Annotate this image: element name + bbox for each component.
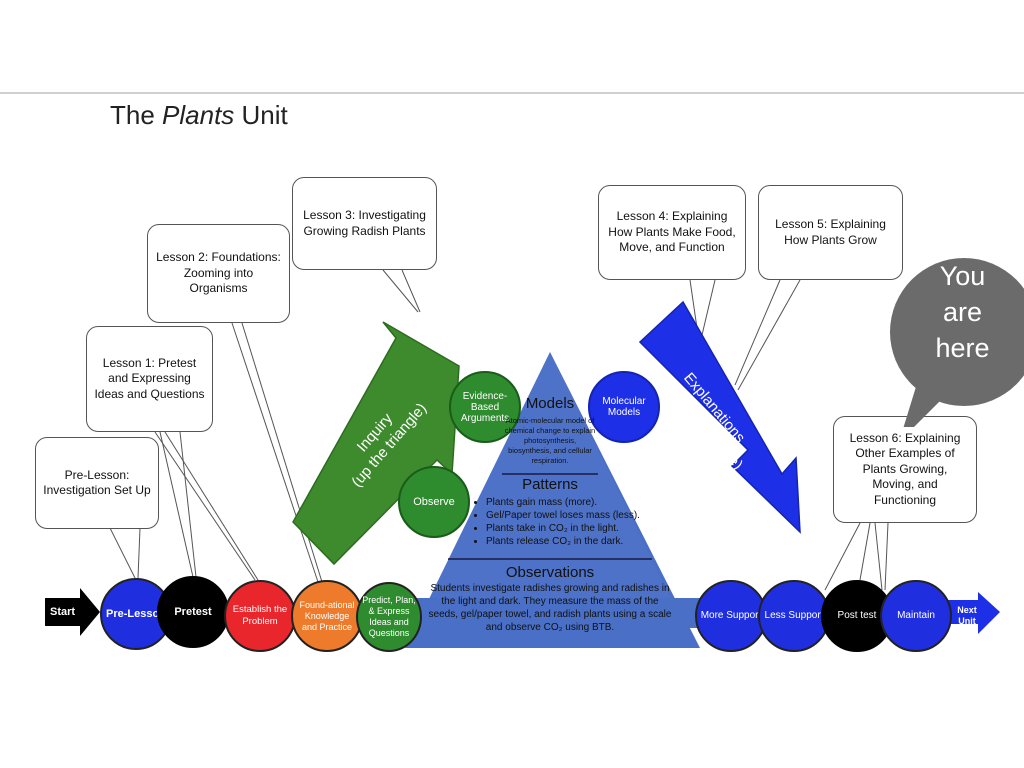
callout-lesson-3: Lesson 3: Investigating Growing Radish P…	[292, 177, 437, 270]
timeline-predict-plan[interactable]: Predict, Plan, & Express Ideas and Quest…	[356, 582, 422, 652]
molecular-models-circle: Molecular Models	[588, 371, 660, 443]
observations-text: Students investigate radishes growing an…	[428, 583, 672, 633]
you-are-here-text: You are here	[935, 261, 990, 363]
observe-circle: Observe	[398, 466, 470, 538]
timeline-pretest[interactable]: Pretest	[157, 576, 229, 648]
models-text: Atomic-molecular model of chemical chang…	[504, 416, 596, 465]
start-arrow	[45, 588, 100, 636]
timeline-establish-problem[interactable]: Establish the Problem	[224, 580, 296, 652]
callout-lesson-6: Lesson 6: Explaining Other Examples of P…	[833, 416, 977, 523]
callout-pointers	[109, 269, 889, 591]
observations-title: Observations	[505, 564, 595, 581]
explanations-arrow	[638, 300, 801, 534]
callout-lesson-1: Lesson 1: Pretest and Expressing Ideas a…	[86, 326, 213, 432]
timeline-more-support[interactable]: More Support	[695, 580, 767, 652]
pattern-item: Plants take in CO₂ in the light.	[486, 522, 640, 535]
knowledge-triangle	[405, 352, 700, 648]
pattern-item: Plants gain mass (more).	[486, 496, 640, 509]
timeline-maintain[interactable]: Maintain	[880, 580, 952, 652]
next-unit-label: Next Unit	[957, 605, 977, 626]
evidence-arguments-circle: Evidence-Based Arguments	[449, 371, 521, 443]
next-unit-arrow	[945, 592, 1000, 634]
callout-lesson-4: Lesson 4: Explaining How Plants Make Foo…	[598, 185, 746, 280]
patterns-list: Plants gain mass (more). Gel/Paper towel…	[468, 496, 640, 548]
models-title: Models	[525, 395, 575, 412]
page-title: The Plants Unit	[110, 100, 288, 130]
callout-lesson-2: Lesson 2: Foundations: Zooming into Orga…	[147, 224, 290, 323]
callout-lesson-5: Lesson 5: Explaining How Plants Grow	[758, 185, 903, 280]
patterns-title: Patterns	[522, 476, 578, 493]
callout-pre-lesson: Pre-Lesson: Investigation Set Up	[35, 437, 159, 529]
start-label: Start	[50, 606, 76, 618]
pattern-item: Gel/Paper towel loses mass (less).	[486, 509, 640, 522]
timeline-bar	[410, 598, 710, 628]
header-divider	[0, 92, 1024, 94]
timeline-less-support[interactable]: Less Support	[758, 580, 830, 652]
timeline-foundational[interactable]: Found-ational Knowledge and Practice	[291, 580, 363, 652]
you-are-here-bubble	[890, 258, 1024, 427]
pattern-item: Plants release CO₂ in the dark.	[486, 535, 640, 548]
